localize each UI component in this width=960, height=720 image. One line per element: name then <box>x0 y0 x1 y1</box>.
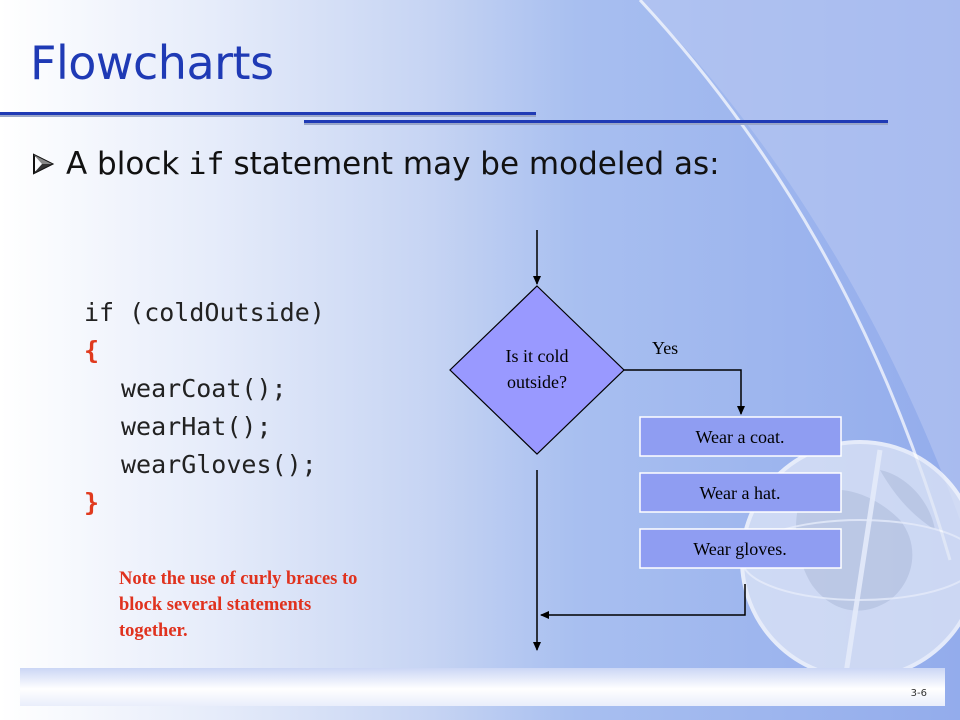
code-line-if: if (coldOutside) <box>84 298 325 327</box>
yes-arrow <box>624 369 745 415</box>
slide-title: Flowcharts <box>30 36 274 90</box>
bullet-text-after: statement may be modeled as: <box>233 146 720 182</box>
decision-text-line2: outside? <box>507 372 567 392</box>
bullet-keyword: if <box>188 146 225 182</box>
title-rule-right <box>304 120 888 125</box>
title-rule-left <box>0 112 536 117</box>
footer-bar: 3-6 <box>20 668 945 706</box>
code-line-wear-gloves: wearGloves(); <box>121 450 317 479</box>
action-text-gloves: Wear gloves. <box>693 539 787 559</box>
action-box-gloves <box>639 528 842 569</box>
action-box-coat <box>639 416 842 457</box>
merge-arrow <box>540 584 746 619</box>
action-box-hat <box>639 472 842 513</box>
note-text: Note the use of curly braces to block se… <box>119 569 358 641</box>
action-text-coat: Wear a coat. <box>696 427 785 447</box>
bullet-text-before: A block <box>66 146 180 182</box>
code-line-wear-hat: wearHat(); <box>121 412 272 441</box>
yes-label: Yes <box>652 338 678 358</box>
title-rule-right-shadow <box>304 123 888 125</box>
bullet-line: A block if statement may be modeled as: <box>30 146 720 182</box>
code-close-brace: } <box>84 488 100 517</box>
arrow-bullet-icon <box>33 153 55 175</box>
page-number: 3-6 <box>910 688 927 699</box>
title-rule-left-shadow <box>0 115 536 117</box>
code-open-brace: { <box>84 336 100 365</box>
decision-diamond <box>449 285 625 455</box>
code-line-wear-coat: wearCoat(); <box>121 374 287 403</box>
decision-text-line1: Is it cold <box>506 346 569 366</box>
action-text-hat: Wear a hat. <box>700 483 781 503</box>
